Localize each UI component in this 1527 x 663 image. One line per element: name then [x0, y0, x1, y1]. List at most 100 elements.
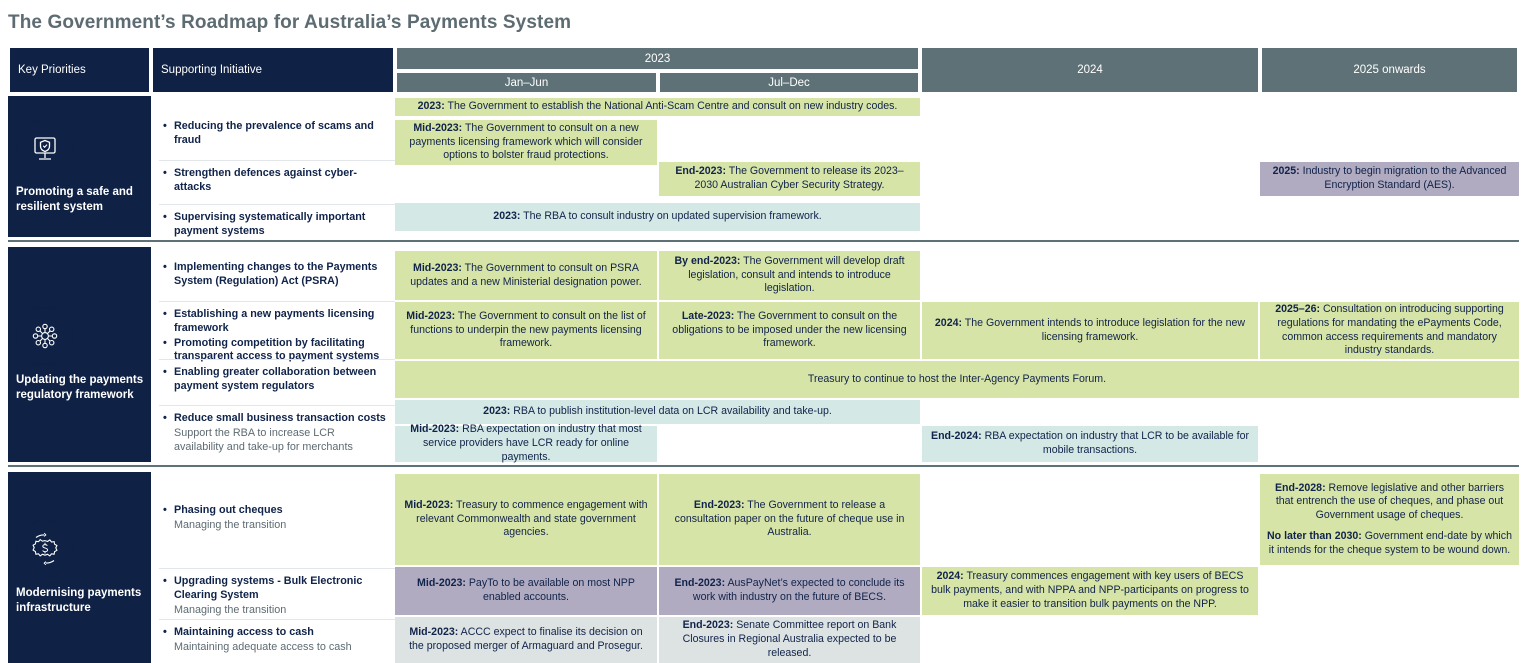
category-cell-2: Updating the payments regulatory framewo… [8, 247, 151, 462]
milestone-text: The Government to consult on the list of… [410, 309, 646, 350]
milestone-cell: Mid-2023: PayTo to be available on most … [395, 567, 657, 615]
milestone-cell: Mid-2023: The Government to consult on P… [395, 251, 657, 300]
initiative-row: Establishing a new payments licensing fr… [159, 301, 395, 362]
milestone-cell: Mid-2023: The Government to consult on t… [395, 302, 657, 359]
initiative-row: Strengthen defences against cyber-attack… [159, 160, 395, 204]
milestone-lead: 2023: [483, 405, 511, 418]
milestone-text: The Government to release its 2023–2030 … [694, 165, 904, 191]
milestone-cell: End-2023: AusPayNet’s expected to conclu… [659, 567, 920, 615]
header-jul-dec: Jul–Dec [658, 71, 920, 94]
milestone-cell: 2024: Treasury commences engagement with… [922, 567, 1258, 615]
milestone-cell: 2023: RBA to publish institution-level d… [395, 400, 920, 424]
milestone-cell: End-2023: The Government to release a co… [659, 474, 920, 565]
milestone-lead: Mid-2023: [409, 626, 459, 639]
milestone-text: The Government will develop draft legisl… [688, 254, 905, 295]
header-jan-jun: Jan–Jun [395, 71, 658, 94]
section-divider [8, 465, 1519, 467]
category-label-2: Updating the payments regulatory framewo… [16, 374, 144, 401]
milestone-text: Industry to begin migration to the Advan… [1299, 165, 1507, 191]
milestone-text: The Government to consult on PSRA update… [410, 261, 642, 288]
header-year-2025: 2025 onwards [1260, 46, 1519, 94]
milestone-text: Treasury to commence engagement with rel… [416, 498, 648, 539]
section-modernising-infrastructure: Modernising payments infrastructure Phas… [8, 472, 1519, 663]
milestone-text: The Government to establish the National… [444, 100, 898, 113]
header-key-priorities: Key Priorities [8, 46, 151, 94]
milestone-lead: 2024: [934, 316, 963, 329]
milestone-cell: End-2028: Remove legislative and other b… [1260, 474, 1519, 565]
page-title: The Government’s Roadmap for Australia’s… [8, 12, 572, 33]
milestone-text: The RBA to consult industry on updated s… [520, 210, 822, 223]
initiative-bullet: Upgrading systems - Bulk Electronic Clea… [163, 574, 387, 603]
milestone-text: The Government intends to introduce legi… [962, 316, 1246, 343]
milestone-lead-secondary: No later than 2030: [1267, 529, 1362, 542]
milestone-text: Treasury to continue to host the Inter-A… [807, 372, 1107, 385]
initiative-bullet: Phasing out cheques [163, 503, 387, 518]
milestone-cell: 2023: The RBA to consult industry on upd… [395, 203, 920, 231]
initiative-bullet: Reducing the prevalence of scams and fra… [163, 119, 387, 148]
initiative-subtext: Managing the transition [174, 603, 287, 616]
category-cell-3: Modernising payments infrastructure [8, 472, 151, 663]
milestone-lead: End-2023: [682, 619, 734, 632]
category-label-1: Promoting a safe and resilient system [16, 186, 133, 213]
milestone-lead: End-2023: [675, 165, 726, 178]
milestone-text: Remove legislative and other barriers th… [1275, 481, 1505, 522]
section-promoting-safe-resilient: Promoting a safe and resilient system Re… [8, 96, 1519, 237]
initiative-row: Reduce small business transaction costs … [159, 405, 395, 457]
header-year-2024: 2024 [920, 46, 1260, 94]
milestone-text: RBA to publish institution-level data on… [510, 405, 832, 418]
category-cell-1: Promoting a safe and resilient system [8, 96, 151, 237]
milestone-lead: Mid-2023: [410, 423, 460, 436]
milestone-cell: 2024: The Government intends to introduc… [922, 302, 1258, 359]
milestone-cell: Treasury to continue to host the Inter-A… [395, 361, 1519, 398]
milestone-cell: 2023: The Government to establish the Na… [395, 98, 920, 116]
milestone-lead: 2025: [1272, 165, 1300, 178]
initiative-subtext: Support the RBA to increase LCR availabi… [174, 426, 353, 453]
milestone-text: The Government to consult on the obligat… [672, 309, 907, 350]
initiative-bullet: Maintaining access to cash [163, 625, 387, 640]
milestone-lead: 2024: [936, 570, 964, 583]
initiative-bullet: Strengthen defences against cyber-attack… [163, 166, 387, 195]
milestone-cell: Late-2023: The Government to consult on … [659, 302, 920, 359]
milestone-text: PayTo to be available on most NPP enable… [465, 577, 635, 603]
initiative-bullet: Supervising systematically important pay… [163, 210, 387, 239]
table-header: Key Priorities Supporting Initiative 202… [8, 46, 1519, 94]
milestone-cell: End-2023: The Government to release its … [659, 162, 920, 196]
milestone-lead: 2025–26: [1275, 302, 1321, 315]
initiative-column-1: Reducing the prevalence of scams and fra… [159, 96, 395, 237]
initiative-bullet: Enabling greater collaboration between p… [163, 365, 387, 394]
milestone-text: Consultation on introducing supporting r… [1277, 302, 1504, 357]
milestone-lead: End-2023: [693, 498, 745, 511]
milestone-text: Senate Committee report on Bank Closures… [682, 619, 897, 659]
milestone-lead: Mid-2023: [406, 309, 456, 322]
milestone-text-secondary: Government end-date by which it intends … [1268, 529, 1512, 556]
milestone-lead: By end-2023: [674, 254, 741, 267]
milestone-lead: Mid-2023: [417, 577, 466, 590]
initiative-bullet: Implementing changes to the Payments Sys… [163, 260, 387, 289]
milestone-lead: End-2023: [674, 577, 726, 590]
category-label-3: Modernising payments infrastructure [16, 587, 142, 614]
initiative-row: Reducing the prevalence of scams and fra… [159, 114, 395, 160]
milestone-lead: End-2028: [1274, 481, 1326, 494]
initiative-row: Implementing changes to the Payments Sys… [159, 255, 395, 301]
initiative-subtext: Maintaining adequate access to cash [174, 640, 352, 653]
milestone-text: RBA expectation on industry that most se… [422, 423, 642, 463]
milestone-text: Treasury commences engagement with key u… [931, 570, 1249, 610]
header-year-2023: 2023 [395, 46, 920, 71]
initiative-column-3: Phasing out cheques Managing the transit… [159, 472, 395, 663]
milestone-text: RBA expectation on industry that LCR to … [981, 430, 1249, 456]
initiative-row: Enabling greater collaboration between p… [159, 359, 395, 399]
initiative-bullet: Establishing a new payments licensing fr… [163, 307, 387, 336]
milestone-cell: Mid-2023: Treasury to commence engagemen… [395, 474, 657, 565]
section-divider [8, 240, 1519, 242]
header-supporting-initiative: Supporting Initiative [151, 46, 395, 94]
milestone-cell: Mid-2023: The Government to consult on a… [395, 120, 657, 165]
milestone-cell: Mid-2023: RBA expectation on industry th… [395, 423, 657, 463]
milestone-lead: Mid-2023: [413, 121, 463, 134]
initiative-row: Supervising systematically important pay… [159, 204, 395, 237]
milestone-lead: Mid-2023: [404, 498, 454, 511]
network-hub-icon [16, 307, 74, 366]
milestone-cell: 2025: Industry to begin migration to the… [1260, 162, 1519, 196]
milestone-cell: End-2023: Senate Committee report on Ban… [659, 617, 920, 663]
milestone-text: ACCC expect to finalise its decision on … [409, 626, 643, 652]
